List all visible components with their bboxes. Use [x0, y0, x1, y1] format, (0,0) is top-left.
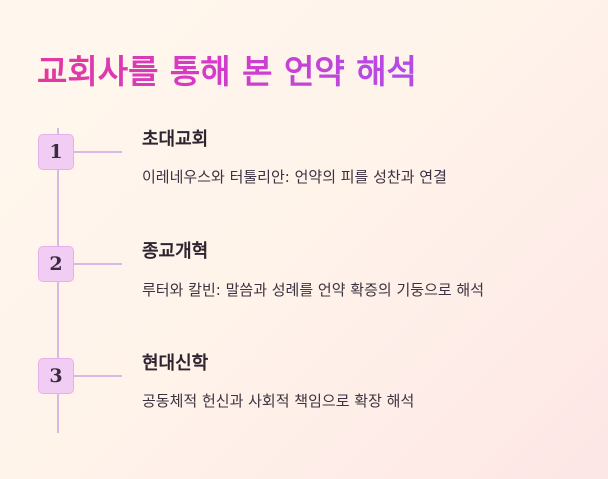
page-title-text: 교회사를 통해 본 언약 해석 [37, 52, 417, 91]
page-title: 교회사를 통해 본 언약 해석 [37, 50, 417, 94]
step-number-box-1: 1 [38, 134, 74, 170]
step-description-2: 루터와 칼빈: 말씀과 성례를 언약 확증의 기둥으로 해석 [142, 281, 485, 299]
step-number-box-3: 3 [38, 358, 74, 394]
step-number-box-2: 2 [38, 246, 74, 282]
step-description-1: 이레네우스와 터툴리안: 언약의 피를 성찬과 연결 [142, 168, 447, 186]
step-number-1: 1 [49, 141, 63, 163]
step-heading-2: 종교개혁 [142, 241, 209, 262]
step-description-3: 공동체적 헌신과 사회적 책임으로 확장 해석 [142, 392, 415, 410]
timeline-connector-1 [74, 151, 122, 153]
timeline-connector-2 [74, 263, 122, 265]
step-number-3: 3 [49, 365, 63, 387]
step-heading-3: 현대신학 [142, 353, 209, 374]
step-heading-1: 초대교회 [142, 129, 209, 150]
step-number-2: 2 [49, 253, 63, 275]
timeline-connector-3 [74, 375, 122, 377]
